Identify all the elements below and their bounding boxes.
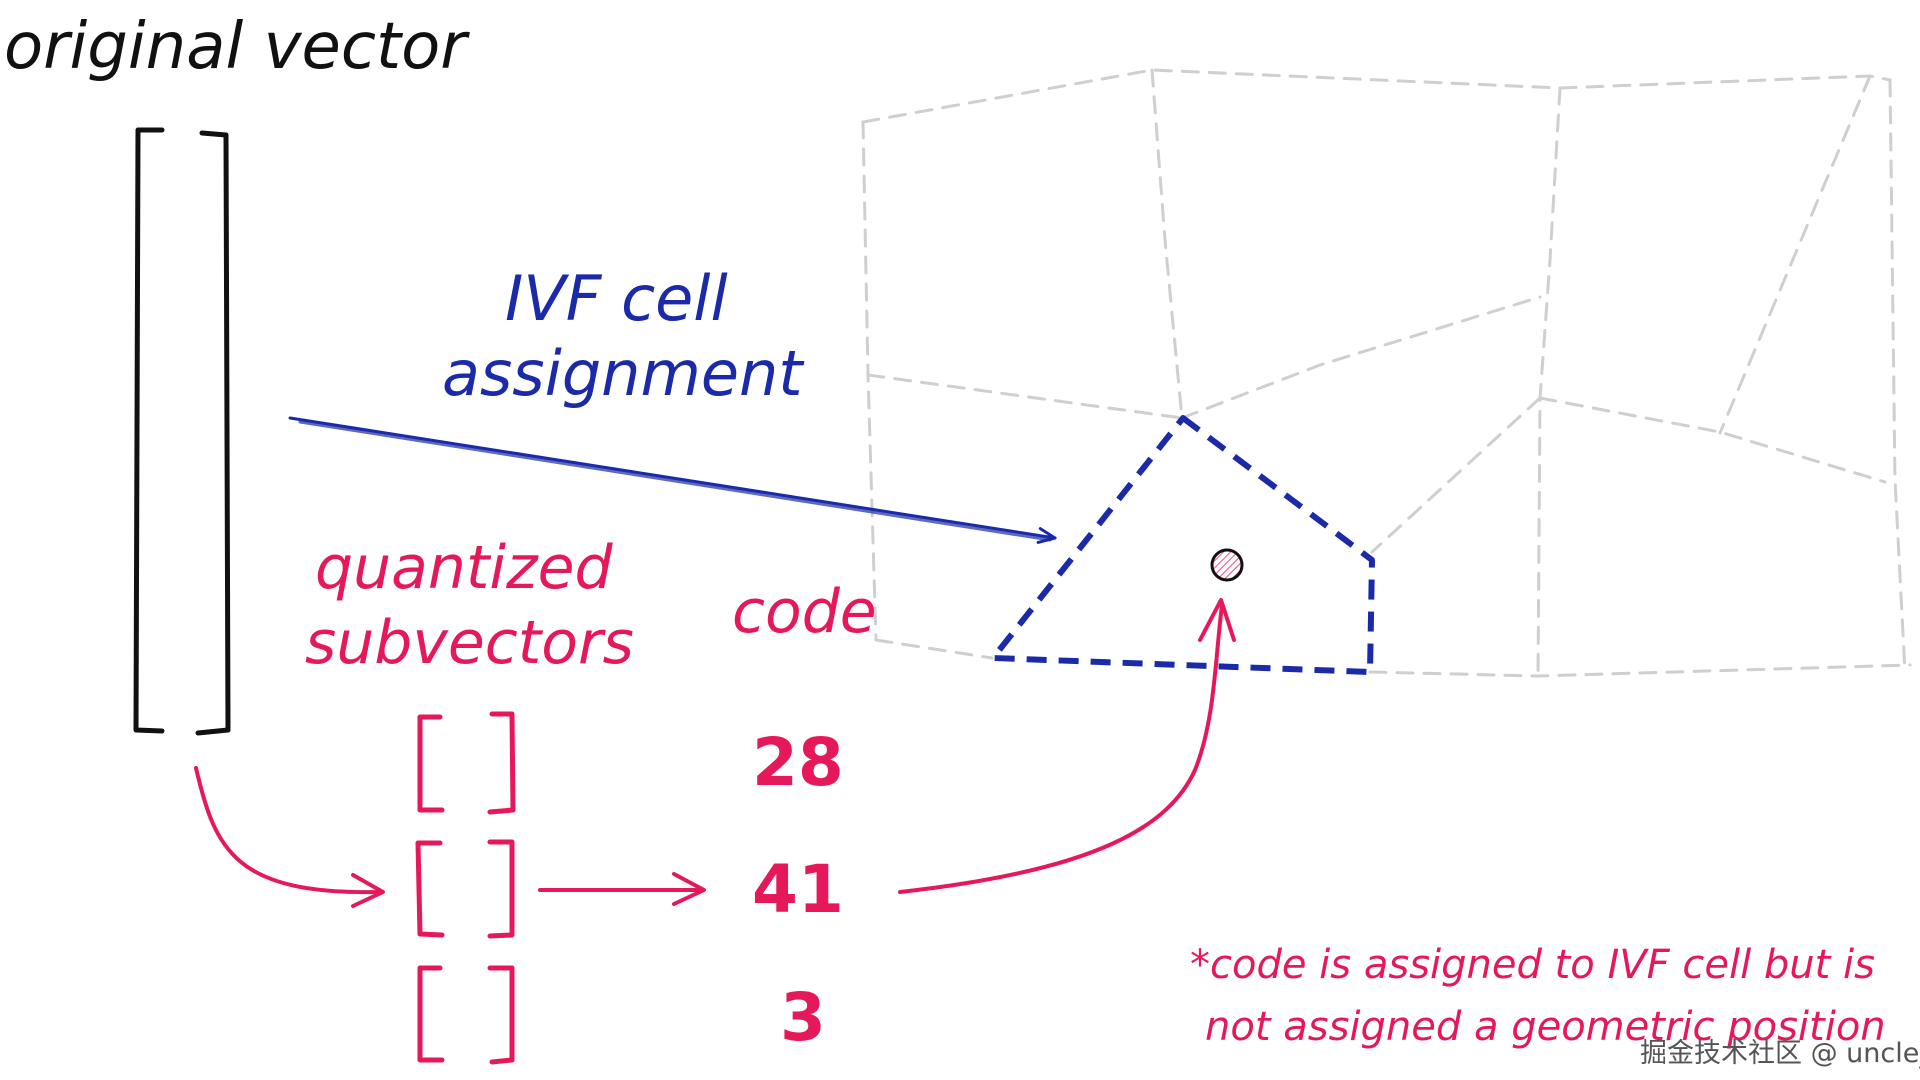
code-point — [1210, 548, 1244, 582]
quantize-arrow — [538, 872, 706, 906]
title: original vector — [4, 10, 470, 84]
code-value-3: 3 — [780, 979, 826, 1056]
quantized-label-line1: quantized — [315, 533, 614, 603]
note-line2: not assigned a geometric position — [1205, 1004, 1886, 1050]
subvector-bracket-1 — [417, 711, 516, 815]
ivf-assignment-arrow — [288, 416, 1057, 544]
ivf-assignment-label: IVF cell assignment — [442, 262, 805, 410]
original-vector-bracket — [133, 127, 231, 736]
note-line1: *code is assigned to IVF cell but is — [1190, 942, 1875, 988]
ivf-label-line2: assignment — [442, 337, 805, 410]
quantized-subvectors-label: quantized subvectors — [305, 533, 634, 678]
subvector-bracket-3 — [417, 965, 515, 1065]
watermark: 掘金技术社区 @ uncle_ll — [1640, 1038, 1920, 1069]
ivf-grid — [861, 68, 1912, 680]
code-to-point-arrow — [898, 598, 1236, 894]
ivf-assignment-arrow-shadow — [298, 420, 1052, 542]
code-value-2: 41 — [752, 851, 844, 928]
quantized-label-line2: subvectors — [305, 608, 634, 678]
code-header: code — [732, 577, 877, 647]
code-value-1: 28 — [752, 724, 844, 801]
split-arrow — [194, 766, 385, 908]
ivf-cell-highlight — [990, 415, 1375, 675]
footnote: *code is assigned to IVF cell but is not… — [1190, 942, 1886, 1050]
ivf-label-line1: IVF cell — [505, 262, 728, 335]
subvector-bracket-2 — [415, 839, 515, 939]
